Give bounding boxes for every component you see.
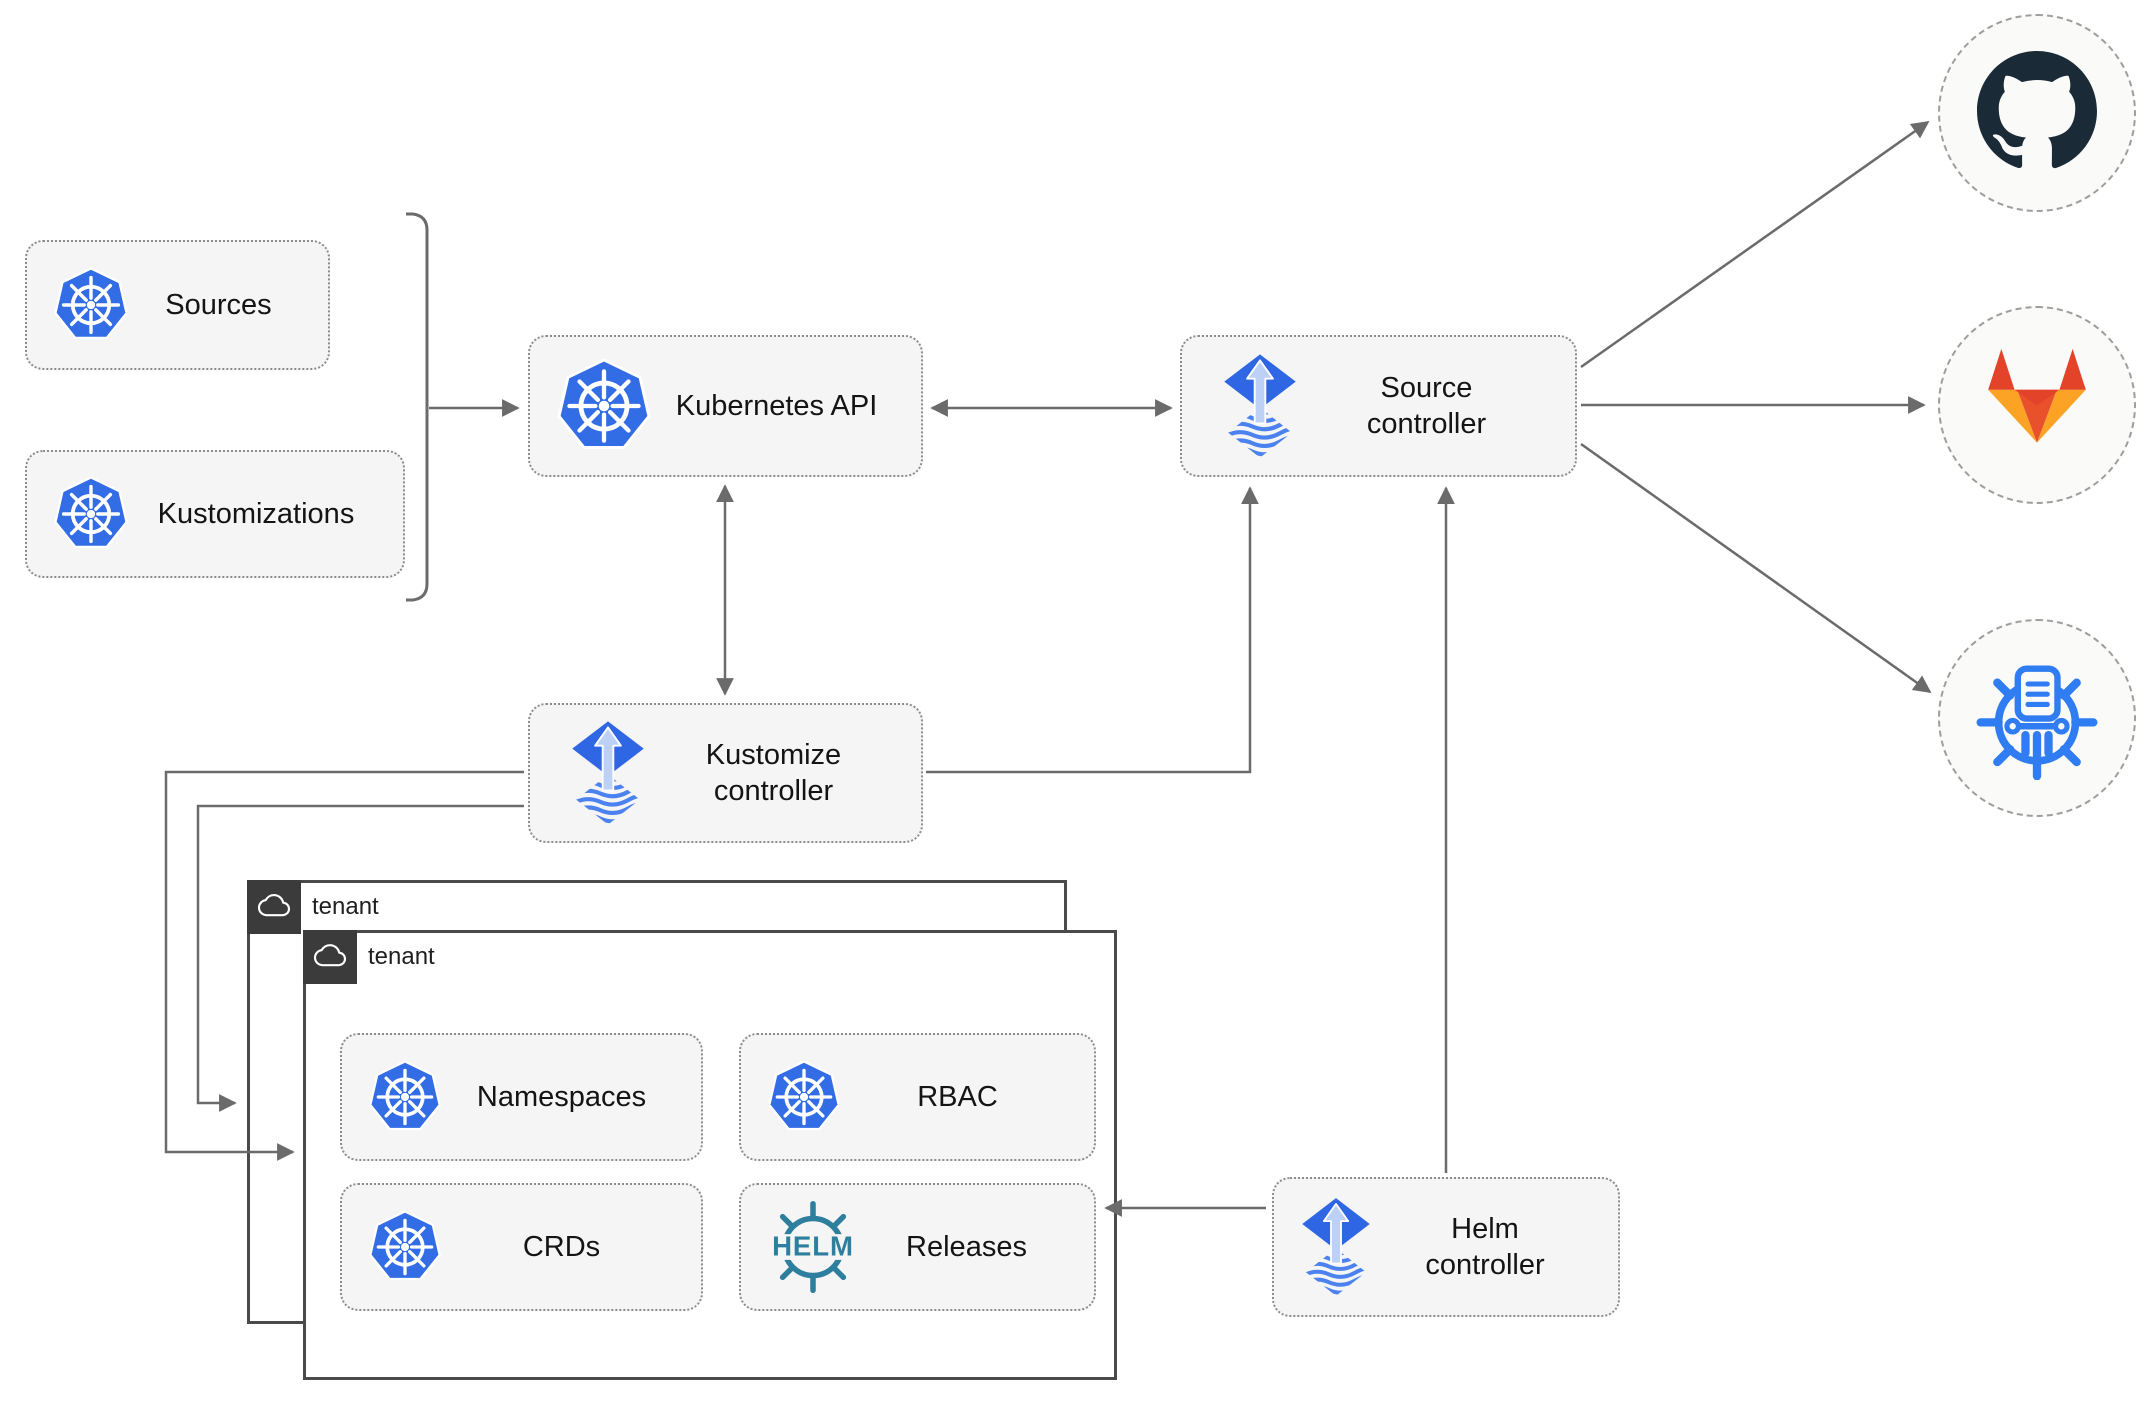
tenant-label: tenant	[312, 893, 379, 920]
node-label: Releases	[906, 1230, 1027, 1263]
cloud-icon	[303, 930, 357, 984]
kubernetes-icon	[767, 1060, 841, 1134]
helm-icon	[767, 1201, 859, 1293]
node-kubernetes-api: Kubernetes API	[528, 335, 923, 477]
node-source-controller: Source controller	[1180, 335, 1577, 477]
tenant-label: tenant	[368, 943, 435, 970]
node-kustomize-controller: Kustomize controller	[528, 703, 923, 843]
endpoint-github	[1938, 14, 2136, 212]
node-crds: CRDs	[340, 1183, 703, 1311]
kubernetes-icon	[368, 1210, 442, 1284]
node-label: CRDs	[522, 1230, 601, 1263]
github-icon	[1977, 51, 2097, 176]
bracket-sources-kustomizations	[406, 212, 429, 602]
node-releases: Releases	[739, 1183, 1096, 1311]
gitlab-icon	[1971, 337, 2103, 474]
node-label: Namespaces	[476, 1080, 647, 1113]
chartmuseum-icon	[1973, 652, 2101, 785]
arrow-kustomize-source	[926, 486, 1259, 774]
endpoint-chartmuseum	[1938, 619, 2136, 817]
arrow-source-github	[1580, 120, 1930, 369]
flux-icon	[570, 719, 646, 827]
node-label: Sources	[165, 288, 272, 321]
node-label: Kustomize controller	[705, 738, 842, 807]
kubernetes-icon	[53, 476, 129, 552]
node-rbac: RBAC	[739, 1033, 1096, 1161]
kubernetes-icon	[556, 358, 652, 454]
node-helm-controller: Helm controller	[1272, 1177, 1620, 1317]
node-kustomizations: Kustomizations	[25, 450, 405, 578]
kubernetes-icon	[368, 1060, 442, 1134]
kubernetes-icon	[53, 267, 129, 343]
endpoint-gitlab	[1938, 306, 2136, 504]
cloud-icon	[247, 880, 301, 934]
node-label: RBAC	[917, 1080, 998, 1113]
node-label: Kustomizations	[157, 497, 355, 530]
node-sources: Sources	[25, 240, 330, 370]
arrow-source-chartmuseum	[1580, 442, 1932, 694]
flux-icon	[1222, 352, 1298, 460]
flux-icon	[1300, 1196, 1372, 1298]
node-label: Kubernetes API	[675, 389, 878, 422]
node-label: Helm controller	[1425, 1212, 1545, 1281]
node-label: Source controller	[1366, 371, 1487, 440]
node-namespaces: Namespaces	[340, 1033, 703, 1161]
